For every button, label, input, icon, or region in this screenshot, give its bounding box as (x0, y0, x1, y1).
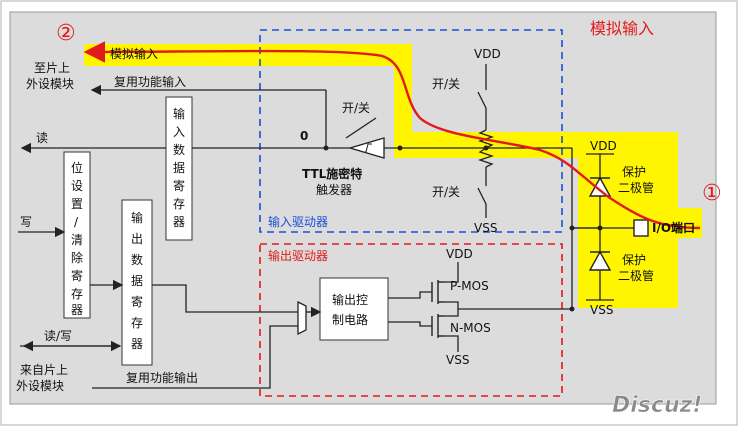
io-port-label: I/O端口 (652, 220, 695, 235)
from-peripheral-label-1: 来自片上 (20, 363, 68, 377)
vss-diode-label: VSS (590, 303, 613, 317)
protect-diode-bottom-2: 二极管 (618, 268, 654, 283)
input-driver-box (259, 29, 563, 233)
bitset-clear-register (63, 151, 91, 319)
output-driver-label: 输出驱动器 (268, 248, 328, 263)
from-peripheral-label-2: 外设模块 (16, 379, 64, 393)
vdd-diode-label: VDD (590, 139, 617, 153)
protection-diodes (588, 176, 612, 271)
vdd-main-label: VDD (474, 47, 501, 61)
nmos-label: N-MOS (450, 321, 491, 335)
alt-func-input-label: 复用功能输入 (114, 74, 186, 89)
svg-text:存: 存 (71, 287, 83, 301)
to-peripheral-label-1: 至片上 (34, 61, 70, 75)
marker-1: ① (702, 181, 722, 206)
svg-text:/: / (74, 215, 79, 229)
svg-text:输: 输 (173, 106, 185, 121)
analog-input-title: 模拟输入 (590, 19, 654, 38)
svg-text:器: 器 (71, 303, 83, 317)
read-write-label: 读/写 (44, 329, 72, 343)
svg-text:存: 存 (173, 197, 185, 211)
protect-diode-top-1: 保护 (622, 165, 646, 179)
analog-signal-path (83, 41, 701, 230)
svg-text:寄: 寄 (131, 294, 143, 309)
analog-input-label: 模拟输入 (110, 46, 158, 61)
svg-text:清: 清 (71, 233, 83, 247)
svg-text:据: 据 (173, 161, 185, 175)
schmitt-trigger (347, 137, 385, 159)
svg-text:设: 设 (71, 179, 83, 193)
output-data-register-label: 输 出 数 据 寄 存 器 (131, 210, 143, 351)
junction-dots (323, 145, 603, 312)
io-pad (633, 219, 649, 237)
vss-main-label: VSS (474, 221, 497, 235)
protect-diode-bottom-1: 保护 (622, 253, 646, 267)
protect-diode-top-2: 二极管 (618, 180, 654, 195)
output-control-box (319, 277, 389, 341)
svg-text:位: 位 (71, 160, 83, 175)
switch-label-schmitt: 开/关 (342, 101, 370, 115)
svg-text:存: 存 (131, 316, 143, 330)
output-data-register (121, 199, 153, 366)
zero-label: 0 (300, 129, 308, 143)
svg-text:置: 置 (71, 197, 83, 211)
svg-text:输: 输 (131, 210, 143, 225)
pull-switches (345, 91, 487, 205)
svg-text:器: 器 (131, 337, 143, 351)
vdd-out-label: VDD (446, 247, 473, 261)
svg-text:器: 器 (173, 215, 185, 229)
input-data-register-label: 输 入 数 据 寄 存 器 (173, 106, 185, 229)
svg-text:出: 出 (131, 232, 143, 246)
read-label: 读 (36, 131, 48, 145)
marker-2: ② (56, 21, 76, 46)
write-label: 写 (20, 215, 32, 229)
input-driver-label: 输入驱动器 (268, 214, 328, 229)
output-driver-box (259, 243, 563, 397)
svg-text:寄: 寄 (173, 178, 185, 193)
output-control-label-1: 输出控 (332, 292, 368, 307)
output-mux (297, 300, 307, 336)
pmos-label: P-MOS (450, 279, 489, 293)
switch-label-bottom: 开/关 (432, 185, 460, 199)
svg-text:入: 入 (173, 125, 185, 139)
output-control-label-2: 制电路 (332, 312, 368, 327)
vss-out-label: VSS (446, 353, 469, 367)
ttl-label-2: 触发器 (316, 182, 352, 197)
input-data-register (165, 96, 193, 241)
svg-text:数: 数 (131, 252, 143, 267)
alt-func-output-label: 复用功能输出 (126, 370, 198, 385)
mosfet-pair (431, 280, 444, 338)
svg-text:寄: 寄 (71, 268, 83, 283)
svg-text:据: 据 (131, 274, 143, 288)
to-peripheral-label-2: 外设模块 (26, 77, 74, 91)
svg-text:除: 除 (71, 250, 83, 265)
watermark: Discuz! (612, 393, 702, 418)
svg-text:数: 数 (173, 142, 185, 157)
switch-label-top: 开/关 (432, 77, 460, 91)
ttl-label-1: TTL施密特 (302, 166, 362, 181)
bitset-clear-register-label: 位 设 置 / 清 除 寄 存 器 (71, 160, 83, 317)
